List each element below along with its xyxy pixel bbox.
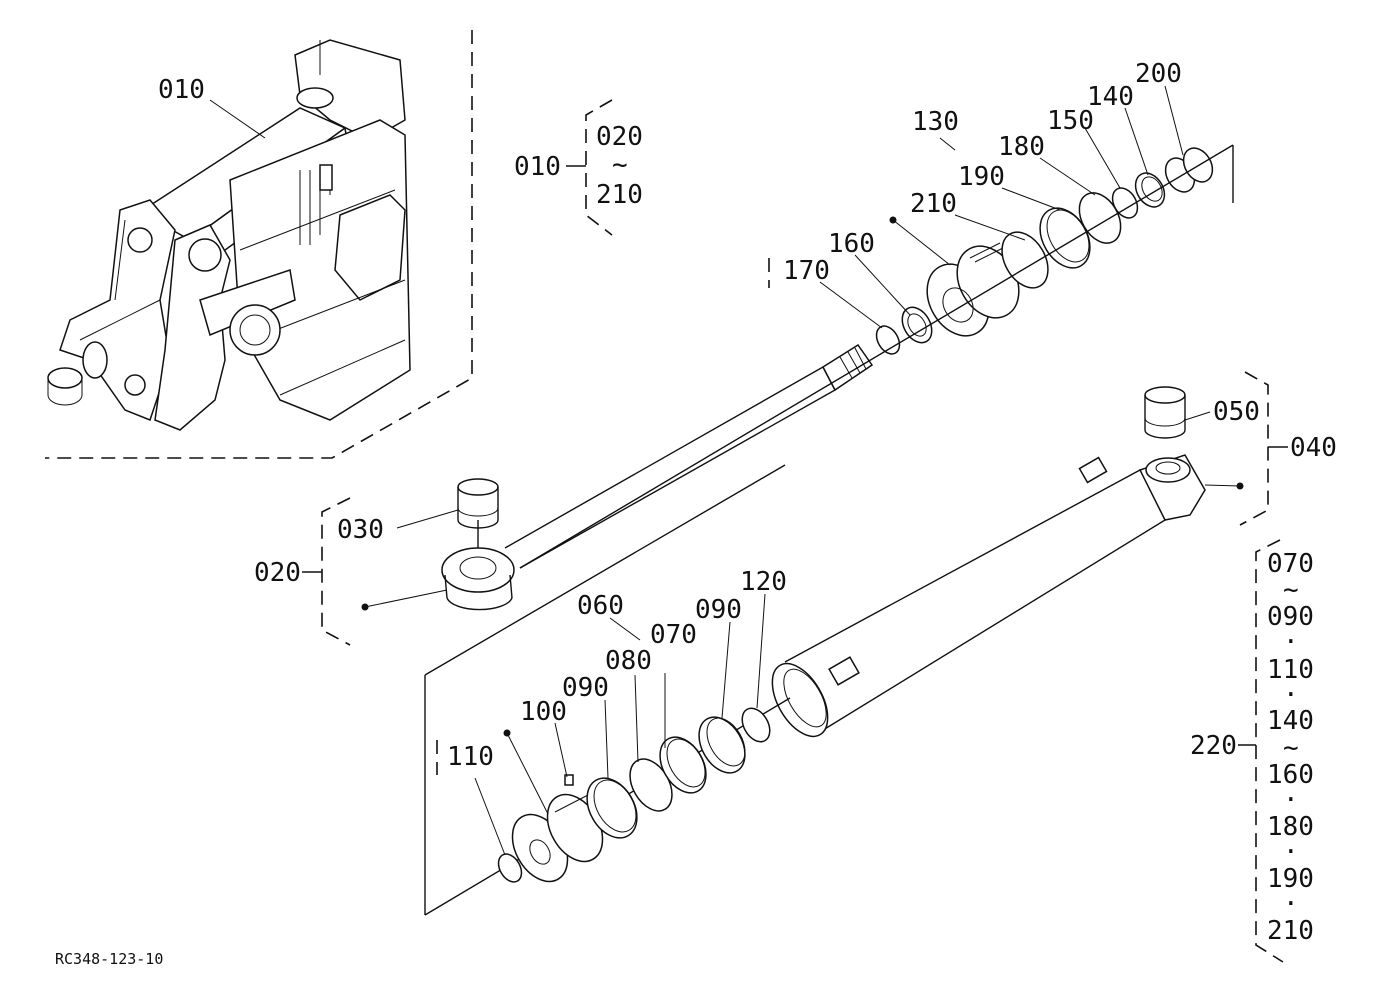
callout-150: 150 <box>1047 106 1094 136</box>
kit-220-item: · <box>1283 680 1299 710</box>
callout-180: 180 <box>998 132 1045 162</box>
ring-150 <box>1111 187 1139 219</box>
bushing-200 <box>1164 147 1214 193</box>
o-ring-210 <box>1001 231 1049 289</box>
o-ring-110 <box>497 853 523 883</box>
kit-220-list: 070 ~ 090 · 110 · 140 ~ 160 · 180 · 190 … <box>1267 549 1314 946</box>
kit-220-item: 140 <box>1267 706 1314 736</box>
bushing-030 <box>457 478 499 529</box>
callout-010-group: 010 <box>514 152 561 182</box>
kit-220-item: 160 <box>1267 760 1314 790</box>
callout-090-b: 090 <box>695 595 742 625</box>
callout-130: 130 <box>912 107 959 137</box>
kit-220-item: · <box>1283 837 1299 867</box>
cylinder-tube <box>771 454 1206 738</box>
callout-080: 080 <box>605 646 652 676</box>
kit-220-item: 110 <box>1267 655 1314 685</box>
kit-220-item: 180 <box>1267 812 1314 842</box>
kit-220-item: 190 <box>1267 864 1314 894</box>
callout-140: 140 <box>1087 82 1134 112</box>
callout-220: 220 <box>1190 731 1237 761</box>
callout-030: 030 <box>337 515 384 545</box>
loader-frame-illustration <box>45 30 473 459</box>
cylinder-rod <box>441 343 874 611</box>
callout-160: 160 <box>828 229 875 259</box>
kit-060-outline-top <box>424 464 786 676</box>
callout-010: 010 <box>158 75 205 105</box>
drawing-code: RC348-123-10 <box>55 950 163 968</box>
leader-lines <box>209 85 1211 856</box>
kit-220-item: ~ <box>1283 733 1299 763</box>
bushing-050 <box>1144 386 1186 439</box>
kit-220-item: 070 <box>1267 549 1314 579</box>
callout-110: 110 <box>447 742 494 772</box>
callout-190: 190 <box>958 162 1005 192</box>
callout-200: 200 <box>1135 59 1182 89</box>
seal-160 <box>901 306 933 344</box>
callout-090-a: 090 <box>562 673 609 703</box>
callout-040: 040 <box>1290 433 1337 463</box>
group-010-bracket <box>566 99 613 236</box>
callout-050: 050 <box>1213 397 1260 427</box>
callout-170: 170 <box>783 256 830 286</box>
callout-020: 020 <box>254 558 301 588</box>
set-screw-100 <box>564 774 574 786</box>
kit-220-bracket <box>1238 539 1284 963</box>
kit-220-item: · <box>1283 889 1299 919</box>
group-010-range-tilde: ~ <box>612 150 628 180</box>
seal-070 <box>659 736 707 794</box>
group-010-range-from: 020 <box>596 122 643 152</box>
group-020-bracket <box>302 497 448 646</box>
callout-120: 120 <box>740 567 787 597</box>
callout-100: 100 <box>520 697 567 727</box>
group-010-range-to: 210 <box>596 180 643 210</box>
kit-220-item: 090 <box>1267 602 1314 632</box>
snap-ring-170 <box>875 325 901 355</box>
group-040-bracket <box>1204 371 1288 526</box>
o-ring-120 <box>741 707 771 743</box>
callout-210: 210 <box>910 189 957 219</box>
wear-ring-090b <box>698 716 746 774</box>
callout-060: 060 <box>577 591 624 621</box>
callout-070: 070 <box>650 620 697 650</box>
kit-220-item: · <box>1283 785 1299 815</box>
kit-220-item: ~ <box>1283 575 1299 605</box>
kit-130-outline <box>519 144 1234 569</box>
kit-220-item: · <box>1283 627 1299 657</box>
wear-ring-090a <box>586 777 638 839</box>
kit-220-item: 210 <box>1267 916 1314 946</box>
